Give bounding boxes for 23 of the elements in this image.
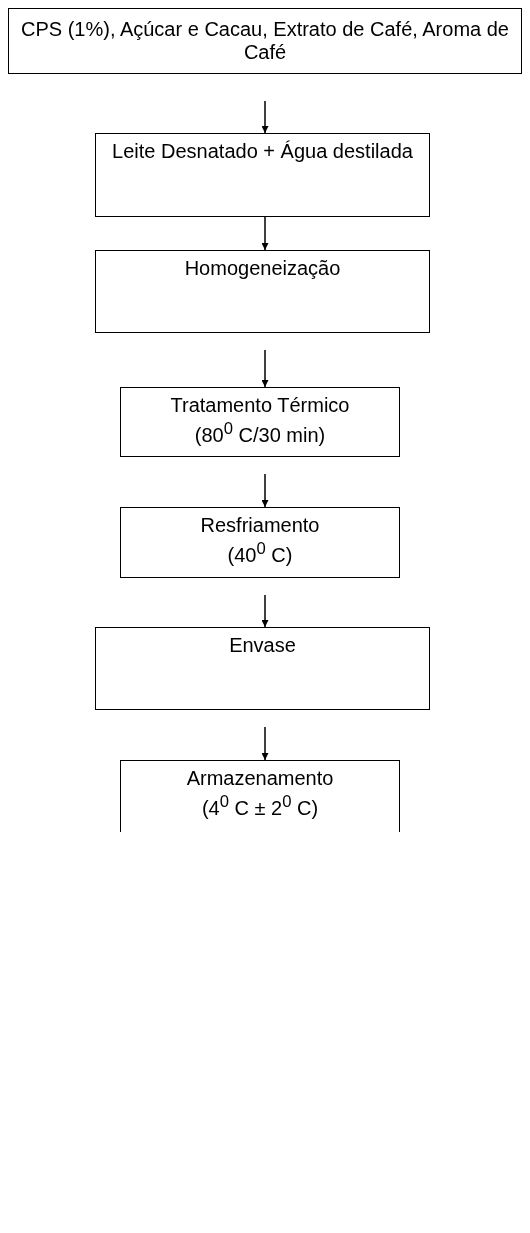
- step-text: Armazenamento: [185, 767, 335, 790]
- step-text: Envase: [228, 634, 297, 657]
- step-text: CPS (1%), Açúcar e Cacau, Extrato de Café, Aroma de Café: [20, 18, 510, 64]
- process-box: [120, 760, 400, 832]
- step-text: (4$^{0}$ C ± 2$^{0}$ C): [200, 791, 320, 820]
- process-box: [95, 250, 430, 333]
- process-box: [95, 627, 430, 710]
- process-box: [8, 8, 522, 74]
- step-text: Tratamento Térmico: [169, 394, 351, 417]
- process-box: [95, 133, 430, 217]
- arrow: [261, 473, 269, 508]
- arrow: [261, 349, 269, 388]
- process-box: [120, 387, 400, 457]
- step-text: Leite Desnatado + Água destilada: [111, 140, 414, 163]
- process-box: [120, 507, 400, 578]
- step-text: Resfriamento: [199, 514, 321, 537]
- arrow: [261, 594, 269, 628]
- step-text: (40$^{0}$ C): [226, 538, 294, 567]
- step-text: Homogeneização: [183, 257, 342, 280]
- arrow: [261, 726, 269, 761]
- step-text: (80$^{0}$ C/30 min): [193, 418, 327, 447]
- arrow: [261, 216, 269, 251]
- arrow: [261, 100, 269, 134]
